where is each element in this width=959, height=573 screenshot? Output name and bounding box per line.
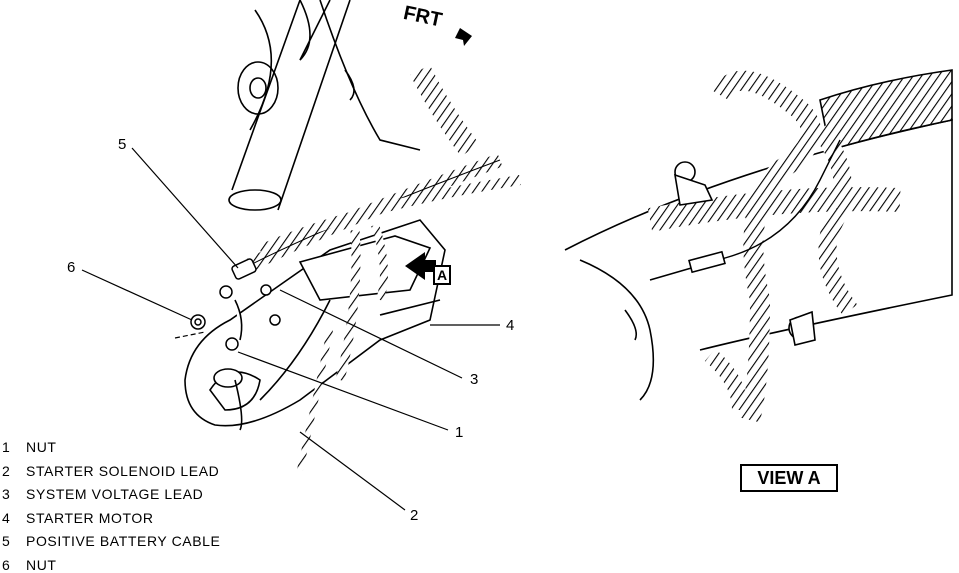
legend-item: 4 STARTER MOTOR bbox=[2, 507, 220, 531]
legend-text: STARTER SOLENOID LEAD bbox=[26, 462, 220, 479]
view-a-arrow bbox=[405, 252, 436, 280]
legend-number: 3 bbox=[2, 486, 11, 502]
legend-text: NUT bbox=[26, 556, 57, 573]
legend-item: 5 POSITIVE BATTERY CABLE bbox=[2, 530, 220, 554]
frt-arrow bbox=[455, 28, 472, 46]
legend-number: 2 bbox=[2, 462, 11, 479]
legend-item: 2 STARTER SOLENOID LEAD bbox=[2, 460, 220, 484]
legend-number: 5 bbox=[2, 533, 11, 549]
view-a-detail bbox=[564, 69, 953, 423]
legend-number: 6 bbox=[2, 556, 11, 573]
callout-3: 3 bbox=[470, 371, 479, 388]
legend-number: 1 bbox=[2, 439, 11, 455]
conduit-bundle bbox=[234, 65, 521, 471]
legend-text: POSITIVE BATTERY CABLE bbox=[26, 533, 221, 549]
callout-2: 2 bbox=[410, 507, 419, 524]
cable-terminals bbox=[190, 258, 281, 351]
frame-rail bbox=[228, 0, 421, 211]
legend-item: 6 NUT bbox=[2, 554, 220, 573]
view-a-label: VIEW A bbox=[740, 464, 838, 492]
legend-number: 4 bbox=[2, 509, 11, 526]
legend-item: 1 NUT bbox=[2, 436, 220, 460]
view-a-callout-tag: A bbox=[433, 265, 451, 285]
legend-item: 3 SYSTEM VOLTAGE LEAD bbox=[2, 483, 220, 507]
leader-lines bbox=[81, 147, 500, 511]
callout-4: 4 bbox=[506, 317, 515, 334]
callout-1: 1 bbox=[455, 424, 464, 441]
legend-text: SYSTEM VOLTAGE LEAD bbox=[26, 486, 204, 502]
callout-5: 5 bbox=[118, 136, 127, 153]
legend-text: STARTER MOTOR bbox=[26, 509, 154, 526]
legend-text: NUT bbox=[26, 439, 57, 455]
callout-6: 6 bbox=[67, 259, 76, 276]
